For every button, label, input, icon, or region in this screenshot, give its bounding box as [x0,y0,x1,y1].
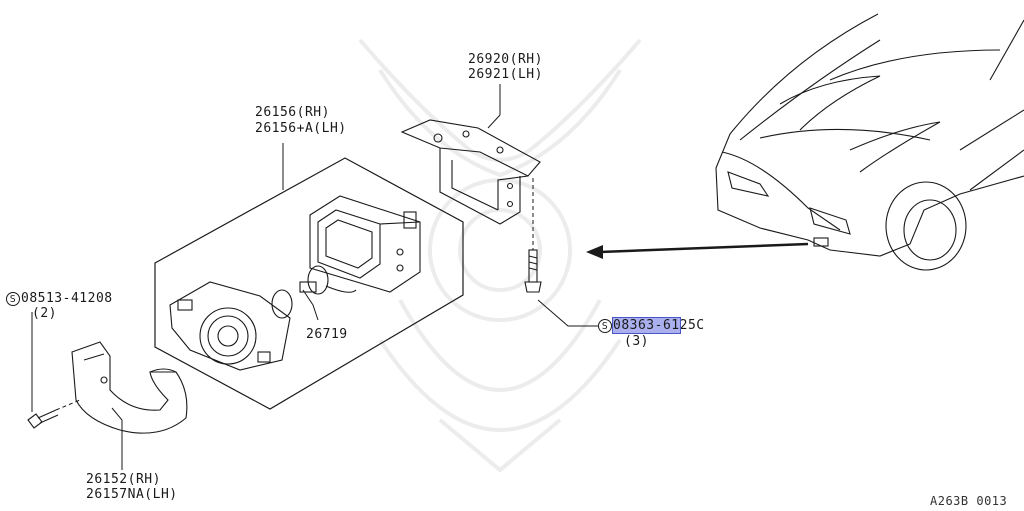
callout-bracket-rh: 26920(RH) [468,52,543,67]
samurai-crest-watermark [358,38,642,473]
arrow-head [586,245,603,259]
callout-bolt-pn-rest: 25C [679,318,705,333]
callout-bulb: 26719 [306,327,348,342]
callout-bolt-qty: (3) [624,334,649,349]
bulb-drawing [299,265,357,295]
callout-screw-left-pn: 08513-41208 [21,291,113,306]
lamp-cover-drawing [71,341,188,434]
standard-part-symbol: S [598,318,612,333]
bolt-drawing [524,249,542,293]
fog-lamp-housing [309,195,421,293]
standard-part-symbol: S [6,291,20,306]
callout-cover-lh: 26157NA(LH) [86,487,178,502]
leader-lines [31,84,598,470]
callout-lamp-lh: 26156+A(LH) [255,121,347,136]
callout-screw-left-qty: (2) [32,306,57,321]
lamp-assembly-box [154,157,464,410]
vehicle-front-drawing [715,13,1024,271]
callout-bolt-pn-highlight: 08363-61 [612,317,681,334]
fog-lamp-unit [169,281,293,371]
reference-code: A263B 0013 [930,494,1008,508]
callout-cover-rh: 26152(RH) [86,472,161,487]
callout-lamp-rh: 26156(RH) [255,105,330,120]
location-arrow [599,242,809,254]
bracket-drawing [400,119,541,225]
callout-bracket-lh: 26921(LH) [468,67,543,82]
screw-left-drawing [27,409,59,429]
